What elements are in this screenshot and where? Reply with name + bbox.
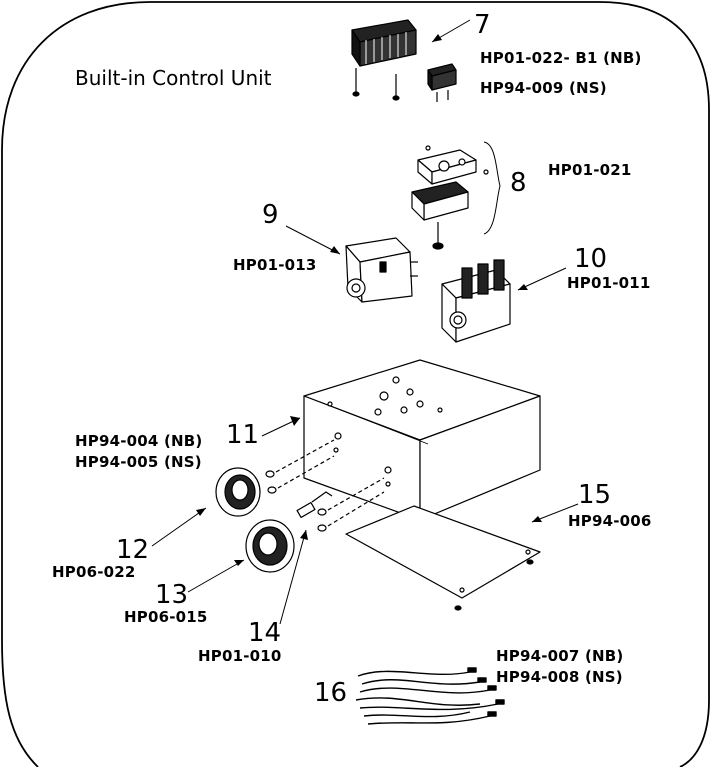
part-15-base-plate	[345, 505, 541, 611]
callout-12-part: HP06-022	[52, 563, 136, 581]
part-9-timer	[345, 237, 418, 303]
callout-10-part: HP01-011	[567, 274, 651, 292]
callout-10-number: 10	[574, 244, 608, 274]
callout-9-number: 9	[262, 200, 279, 230]
callout-13-part: HP06-015	[124, 608, 208, 626]
callout-9-part: HP01-013	[233, 256, 317, 274]
callout-7-number: 7	[474, 10, 491, 40]
part-8-switch	[411, 145, 489, 250]
callout-12-number: 12	[116, 535, 150, 565]
part-10-relay	[441, 259, 511, 343]
part-14-fuse	[296, 491, 333, 519]
callout-7-part-ns: HP94-009 (NS)	[480, 79, 607, 97]
part-7-terminal-block	[351, 19, 417, 101]
part-13-knob	[245, 519, 295, 573]
callout-8-number: 8	[510, 168, 527, 198]
part-12-knob	[215, 467, 261, 517]
callout-15-number: 15	[578, 480, 612, 510]
callout-15-part: HP94-006	[568, 512, 652, 530]
callout-11-number: 11	[226, 420, 260, 450]
callout-16-part-nb: HP94-007 (NB)	[496, 647, 624, 665]
callout-7-part-nb: HP01-022- B1 (NB)	[480, 49, 642, 67]
callout-16-part-ns: HP94-008 (NS)	[496, 668, 623, 686]
part-11-cabinet	[303, 359, 541, 521]
mounting-screws	[265, 439, 385, 532]
callout-8-part: HP01-021	[548, 161, 632, 179]
diagram-title: Built-in Control Unit	[75, 66, 272, 90]
callout-14-number: 14	[248, 618, 282, 648]
callout-14-part: HP01-010	[198, 647, 282, 665]
part-7-small-terminal	[427, 63, 457, 102]
callout-11-part-nb: HP94-004 (NB)	[75, 432, 203, 450]
callout-13-number: 13	[155, 580, 189, 610]
part-16-wire-harness	[355, 667, 505, 725]
callout-11-part-ns: HP94-005 (NS)	[75, 453, 202, 471]
callout-16-number: 16	[314, 678, 348, 708]
